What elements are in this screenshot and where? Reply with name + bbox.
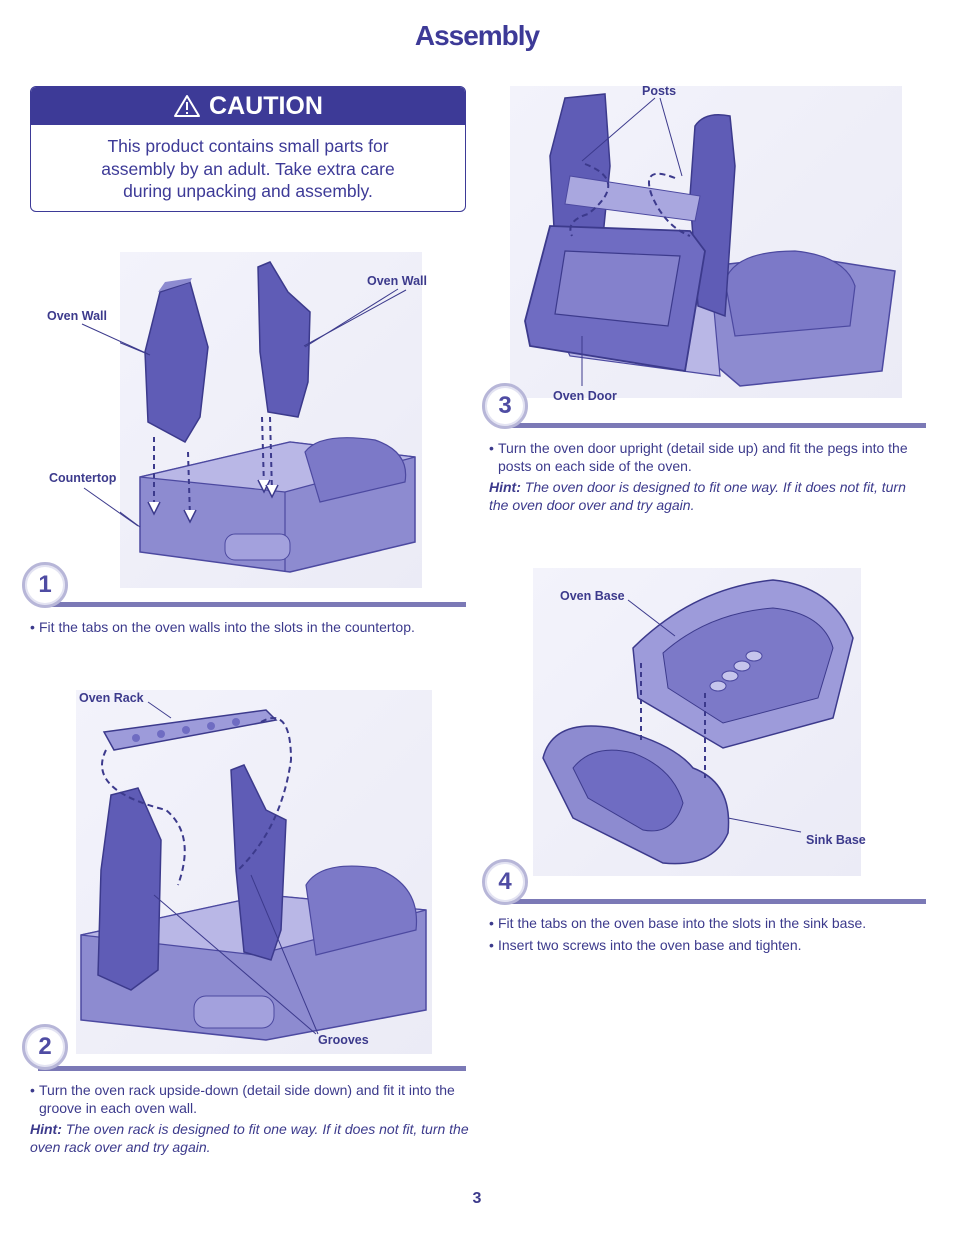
step3-bullet: Turn the oven door upright (detail side …	[498, 440, 908, 474]
caution-line: assembly by an adult. Take extra care	[101, 158, 395, 179]
step1-rule	[38, 602, 466, 607]
step2-drawing	[80, 701, 427, 1041]
step2-hint-label: Hint:	[30, 1121, 62, 1137]
step2-bullet: Turn the oven rack upside-down (detail s…	[39, 1082, 455, 1116]
step3-instructions: •Turn the oven door upright (detail side…	[489, 440, 929, 514]
label-oven-wall-right: Oven Wall	[367, 274, 427, 288]
step3-hint-text: The oven door is designed to fit one way…	[489, 479, 906, 513]
step3-badge: 3	[482, 383, 528, 429]
page-number: 3	[472, 1190, 482, 1207]
step4-instructions: •Fit the tabs on the oven base into the …	[489, 915, 867, 953]
step3-drawing	[524, 93, 896, 387]
caution-heading: CAUTION	[209, 91, 323, 120]
caution-box: CAUTION This product contains small part…	[30, 86, 466, 212]
label-grooves: Grooves	[318, 1033, 369, 1047]
caution-line: during unpacking and assembly.	[123, 181, 373, 201]
step3-illustration	[510, 86, 902, 398]
step3-rule	[498, 423, 926, 428]
step1-instructions: •Fit the tabs on the oven walls into the…	[30, 619, 415, 635]
page-title: Assembly	[414, 20, 540, 51]
step1-illustration	[81, 252, 422, 588]
step2-illustration	[76, 690, 432, 1054]
step4-badge: 4	[482, 859, 528, 905]
caution-body: This product contains small parts for as…	[31, 125, 465, 203]
label-oven-door: Oven Door	[553, 389, 617, 403]
step1-leader-left	[81, 323, 149, 355]
step1-bullet: Fit the tabs on the oven walls into the …	[39, 619, 415, 635]
step3-hint: Hint: The oven door is designed to fit o…	[489, 479, 929, 514]
step1-badge: 1	[22, 562, 68, 608]
step2-hint-text: The oven rack is designed to fit one way…	[30, 1121, 469, 1155]
step4-bullet: Fit the tabs on the oven base into the s…	[498, 915, 867, 931]
caution-line: This product contains small parts for	[107, 136, 389, 156]
warning-icon	[174, 95, 201, 117]
label-countertop: Countertop	[49, 471, 117, 485]
step4-rule	[498, 899, 926, 904]
label-sink-base: Sink Base	[806, 833, 866, 847]
step2-rule	[38, 1066, 466, 1071]
label-posts: Posts	[642, 84, 677, 98]
step2-hint: Hint: The oven rack is designed to fit o…	[30, 1121, 470, 1156]
step1-leader-countertop	[83, 487, 139, 527]
step2-instructions: •Turn the oven rack upside-down (detail …	[30, 1082, 470, 1156]
step1-leader-right	[303, 289, 407, 347]
label-oven-wall-left: Oven Wall	[47, 309, 107, 323]
step4-drawing	[542, 579, 854, 865]
step1-drawing	[81, 261, 416, 573]
label-oven-base: Oven Base	[560, 589, 625, 603]
step4-illustration	[533, 568, 861, 876]
step4-bullet: Insert two screws into the oven base and…	[498, 936, 802, 953]
step3-hint-label: Hint:	[489, 479, 521, 495]
step2-badge: 2	[22, 1024, 68, 1070]
label-oven-rack: Oven Rack	[79, 691, 144, 705]
caution-header: CAUTION	[31, 87, 465, 125]
